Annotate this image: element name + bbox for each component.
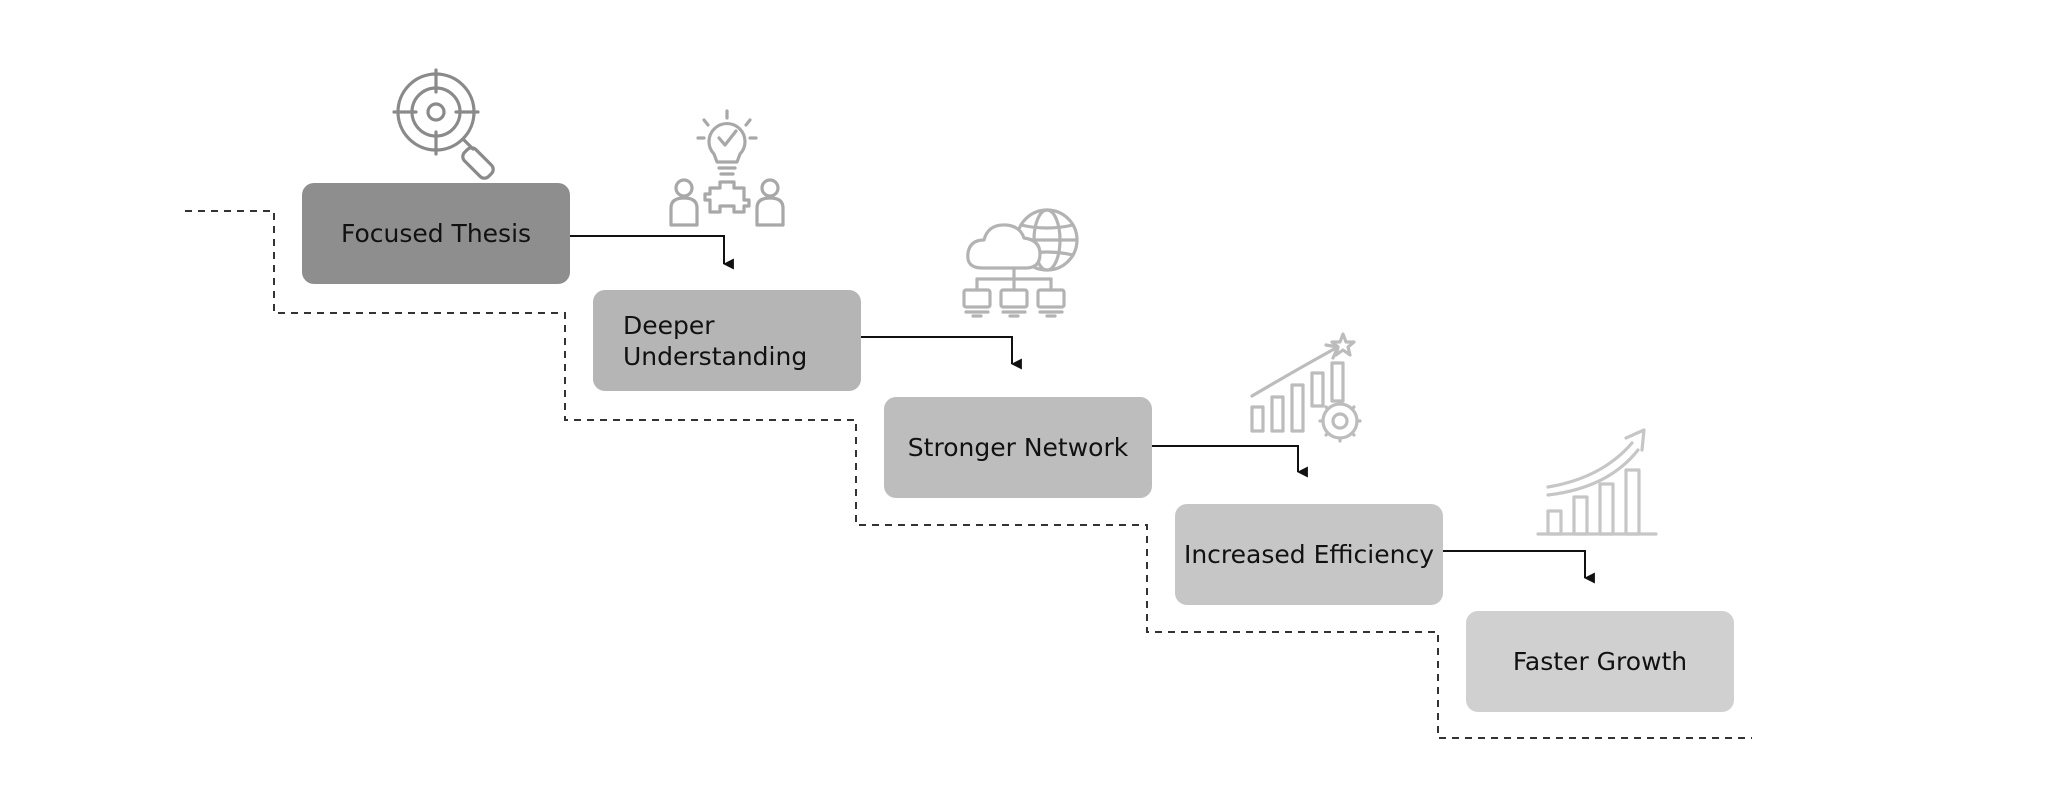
- step-label: Deeper Understanding: [623, 310, 808, 371]
- staircase-dashed-line: [185, 210, 1752, 739]
- step-deeper-understanding: Deeper Understanding: [593, 290, 861, 391]
- step-focused-thesis: Focused Thesis: [302, 183, 570, 284]
- growth-chart-icon: [1536, 428, 1658, 536]
- growth-gear-icon: [1250, 332, 1362, 443]
- cloud-network-icon: [962, 208, 1079, 318]
- step-stronger-network: Stronger Network: [884, 397, 1152, 498]
- step-increased-efficiency: Increased Efficiency: [1175, 504, 1443, 605]
- connector-arrow-4: [1443, 550, 1595, 584]
- step-label: Faster Growth: [1512, 647, 1688, 676]
- connector-arrow-2: [861, 336, 1022, 370]
- connector-arrow-1: [570, 235, 734, 270]
- idea-collaboration-icon: [669, 109, 785, 227]
- step-label: Focused Thesis: [340, 219, 532, 248]
- connector-arrow-3: [1152, 445, 1308, 478]
- target-search-icon: [392, 68, 495, 180]
- step-faster-growth: Faster Growth: [1466, 611, 1734, 712]
- step-label: Stronger Network: [907, 433, 1129, 462]
- step-label: Increased Efficiency: [1183, 540, 1435, 569]
